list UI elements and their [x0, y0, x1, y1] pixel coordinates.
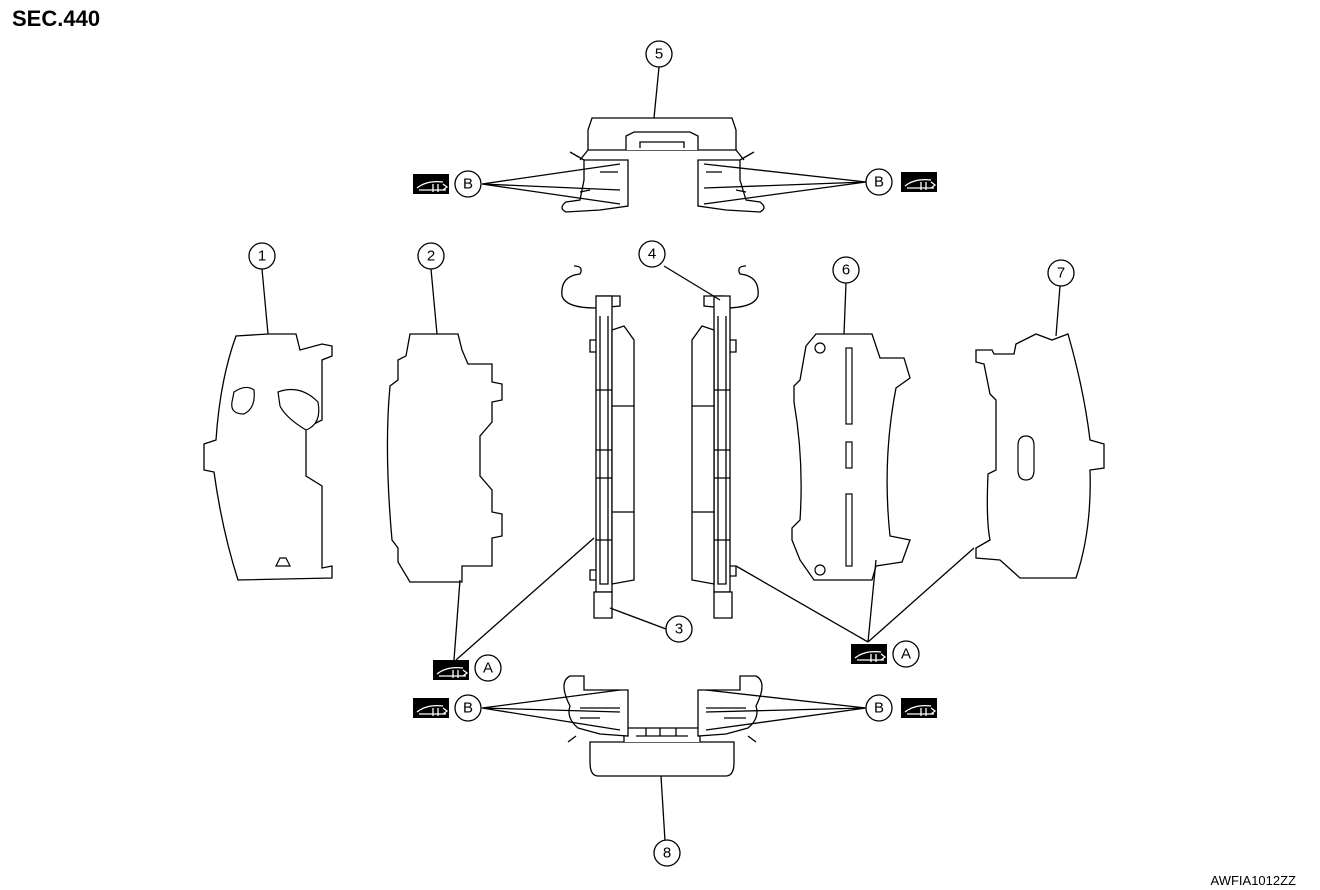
grease-symbol-icon: [412, 173, 450, 195]
brake-pad: [791, 333, 911, 581]
callout-b-upper-left: B: [454, 170, 482, 198]
grease-symbol-icon: [850, 643, 888, 665]
callout-b-lower-left: B: [454, 694, 482, 722]
backing-shim: [975, 333, 1105, 579]
callout-a-left: A: [474, 654, 502, 682]
svg-text:B: B: [874, 700, 884, 717]
svg-text:B: B: [463, 700, 473, 717]
callout-8: 8: [653, 839, 681, 867]
callout-5: 5: [645, 40, 673, 68]
callout-b-upper-right: B: [865, 168, 893, 196]
svg-text:A: A: [901, 646, 911, 663]
callout-4: 4: [638, 240, 666, 268]
grease-symbol-icon: [900, 171, 938, 193]
outer-shim: [203, 333, 333, 581]
grease-symbol-icon: [432, 659, 470, 681]
left-pad-retainer-strip: [561, 265, 635, 619]
section-title: SEC.440: [12, 6, 101, 31]
svg-text:8: 8: [663, 845, 671, 862]
upper-pad-retainer: [561, 117, 765, 213]
svg-text:3: 3: [675, 621, 683, 638]
svg-text:5: 5: [655, 46, 663, 63]
svg-text:7: 7: [1057, 265, 1065, 282]
svg-text:4: 4: [648, 246, 656, 263]
svg-text:1: 1: [258, 248, 266, 265]
svg-text:B: B: [463, 176, 473, 193]
callout-2: 2: [417, 242, 445, 270]
svg-text:B: B: [874, 174, 884, 191]
svg-text:2: 2: [427, 248, 435, 265]
callout-6: 6: [832, 256, 860, 284]
svg-text:6: 6: [842, 262, 850, 279]
callout-7: 7: [1047, 259, 1075, 287]
figure-code: AWFIA1012ZZ: [1210, 873, 1296, 888]
grease-symbol-icon: [900, 697, 938, 719]
callout-3: 3: [665, 615, 693, 643]
leader-lines: [261, 66, 1061, 842]
callout-a-right: A: [892, 640, 920, 668]
svg-text:A: A: [483, 660, 493, 677]
callout-b-lower-right: B: [865, 694, 893, 722]
right-pad-retainer-strip: [691, 265, 759, 619]
grease-symbol-icon: [412, 697, 450, 719]
callout-1: 1: [248, 242, 276, 270]
inner-shim: [386, 333, 503, 583]
